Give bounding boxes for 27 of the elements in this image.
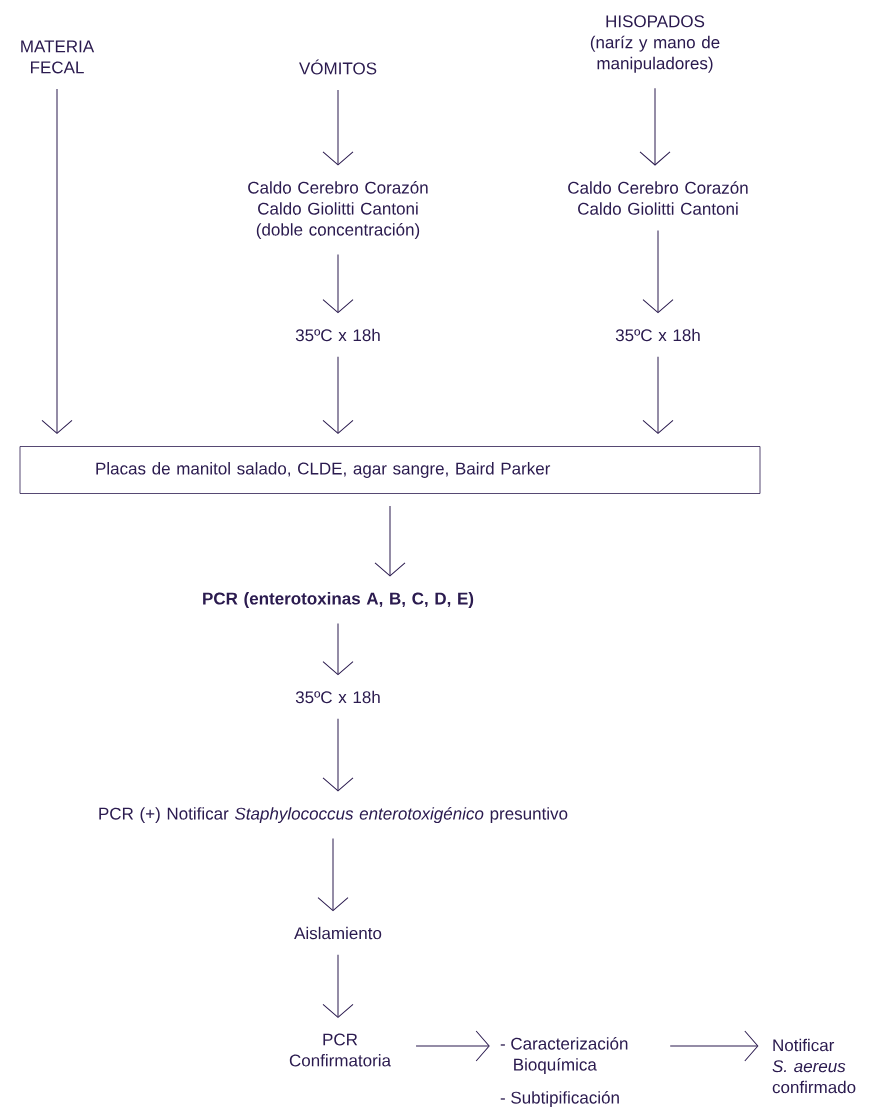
arrow <box>317 838 349 912</box>
source-label: VÓMITOS <box>299 59 377 75</box>
arrow <box>374 505 406 577</box>
step-label: PCR (enterotoxinas A, B, C, D, E) <box>203 592 474 608</box>
arrow <box>415 1030 490 1062</box>
arrow <box>669 1030 759 1062</box>
arrow <box>639 87 671 166</box>
incubation-label: 35ºC x 18h <box>295 690 380 704</box>
arrow <box>322 356 354 434</box>
medium-label: Caldo Cerebro Corazón Caldo Giolitti Cantoni (doble concentración) <box>248 181 428 239</box>
arrow <box>322 89 354 166</box>
source-label: MATERIA FECAL <box>21 40 95 74</box>
arrow <box>322 954 354 1018</box>
step-label: PCR (+) Notificar Staphylococcus enterotoxigénico presuntivo <box>99 807 568 824</box>
step-label: Aislamiento <box>294 926 382 940</box>
incubation-label: 35ºC x 18h <box>615 328 700 342</box>
arrow <box>322 718 354 792</box>
step-label: - Caracterización Bioquímica - Subtipificación <box>500 1037 628 1108</box>
incubation-label: 35ºC x 18h <box>295 328 380 342</box>
arrow <box>41 88 73 434</box>
step-label: PCR Confirmatoria <box>289 1033 391 1067</box>
arrow <box>642 356 674 434</box>
medium-label: Caldo Cerebro Corazón Caldo Giolitti Cantoni <box>568 181 748 215</box>
process-box: Placas de manitol salado, CLDE, agar sangre, Baird Parker <box>19 446 761 494</box>
result-label: Notificar S. aereus confirmado <box>772 1038 856 1094</box>
source-label: HISOPADOS (naríz y mano de manipuladores) <box>590 15 720 73</box>
arrow <box>642 229 674 314</box>
